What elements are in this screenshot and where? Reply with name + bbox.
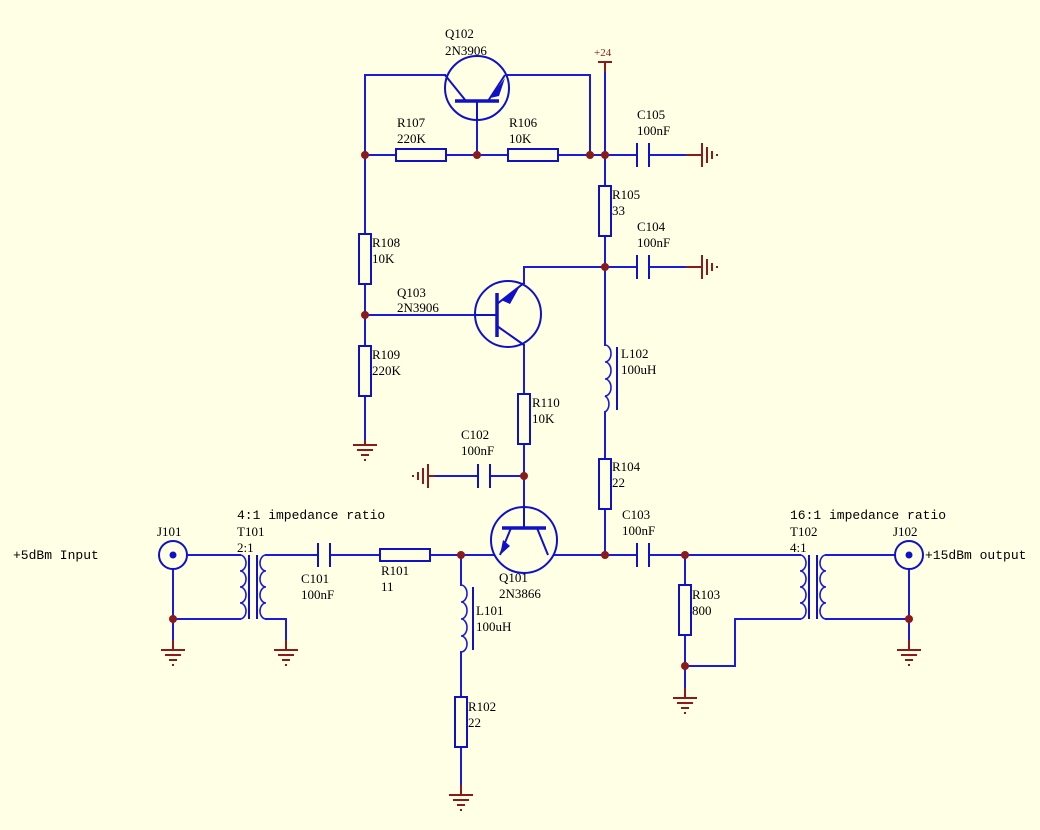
l102-value: 100uH [621, 362, 656, 377]
c101-ref: C101 [301, 571, 329, 586]
input-port-label: +5dBm Input [13, 548, 99, 563]
q101-ref: Q101 [499, 570, 528, 585]
c101-value: 100nF [301, 587, 334, 602]
l101-ref: L101 [476, 603, 503, 618]
r108-value: 10K [372, 251, 395, 266]
r109-value: 220K [372, 363, 402, 378]
inductor-l102: L102 100uH [604, 344, 656, 413]
power-rail-symbol: +24 [594, 47, 612, 72]
power-rail-label: +24 [594, 47, 612, 59]
capacitor-c102: C102 100nF [461, 427, 494, 488]
c102-value: 100nF [461, 443, 494, 458]
l101-value: 100uH [476, 619, 511, 634]
r102-value: 22 [468, 715, 481, 730]
r104-value: 22 [612, 475, 625, 490]
t101-value: 2:1 [237, 540, 254, 555]
resistor-r110: R110 10K [517, 393, 560, 445]
resistor-r103: R103 800 [678, 584, 720, 636]
r109-ref: R109 [372, 347, 400, 362]
c103-value: 100nF [622, 523, 655, 538]
r107-ref: R107 [397, 115, 426, 130]
r101-ref: R101 [381, 563, 409, 578]
r107-value: 220K [397, 131, 427, 146]
resistor-r102: R102 22 [454, 696, 496, 748]
t102-value: 4:1 [790, 540, 807, 555]
t101-note: 4:1 impedance ratio [237, 508, 385, 523]
r108-ref: R108 [372, 235, 400, 250]
t102-note: 16:1 impedance ratio [790, 508, 946, 523]
resistor-r108: R108 10K [358, 233, 400, 285]
resistor-r104: R104 22 [598, 458, 641, 510]
c103-ref: C103 [622, 507, 650, 522]
capacitor-c105: C105 100nF [636, 107, 670, 167]
capacitor-c103: C103 100nF [622, 507, 655, 567]
junctions [169, 151, 913, 670]
r102-ref: R102 [468, 699, 496, 714]
transistor-q101: Q101 2N3866 [490, 505, 558, 601]
q101-value: 2N3866 [499, 586, 541, 601]
q103-value: 2N3906 [397, 300, 439, 315]
r101-value: 11 [381, 579, 394, 594]
r106-value: 10K [509, 131, 532, 146]
c104-value: 100nF [637, 235, 670, 250]
q102-ref: Q102 [445, 26, 474, 41]
c102-ref: C102 [461, 427, 489, 442]
transistor-q103: Q103 2N3906 [397, 280, 542, 348]
resistor-r107: R107 220K [395, 115, 447, 162]
capacitor-c104: C104 100nF [636, 219, 670, 279]
r105-value: 33 [612, 203, 625, 218]
r103-value: 800 [692, 603, 712, 618]
resistor-r105: R105 33 [598, 185, 640, 237]
resistor-r101: R101 11 [379, 548, 431, 594]
transformer-t101: 4:1 impedance ratio T101 2:1 [237, 508, 385, 620]
t101-ref: T101 [237, 524, 264, 539]
output-port-label: +15dBm output [925, 548, 1026, 563]
transformer-t102: 16:1 impedance ratio T102 4:1 [790, 508, 946, 620]
r110-value: 10K [532, 411, 555, 426]
transistor-q102: Q102 2N3906 [444, 26, 510, 121]
resistor-r109: R109 220K [358, 345, 402, 397]
r104-ref: R104 [612, 459, 641, 474]
r110-ref: R110 [532, 395, 560, 410]
capacitor-c101: C101 100nF [301, 543, 334, 602]
connector-j102: J102 +15dBm output [893, 524, 1026, 570]
q102-value: 2N3906 [445, 43, 487, 58]
c105-ref: C105 [637, 107, 665, 122]
resistor-r106: R106 10K [507, 115, 559, 162]
r105-ref: R105 [612, 187, 640, 202]
inductor-l101: L101 100uH [460, 584, 511, 653]
c105-value: 100nF [637, 123, 670, 138]
c104-ref: C104 [637, 219, 666, 234]
l102-ref: L102 [621, 346, 648, 361]
r106-ref: R106 [509, 115, 538, 130]
j102-ref: J102 [893, 524, 918, 539]
j101-ref: J101 [157, 524, 182, 539]
t102-ref: T102 [790, 524, 817, 539]
r103-ref: R103 [692, 587, 720, 602]
q103-ref: Q103 [397, 285, 426, 300]
ground-symbols [161, 143, 921, 811]
connector-j101: J101 +5dBm Input [13, 524, 188, 570]
